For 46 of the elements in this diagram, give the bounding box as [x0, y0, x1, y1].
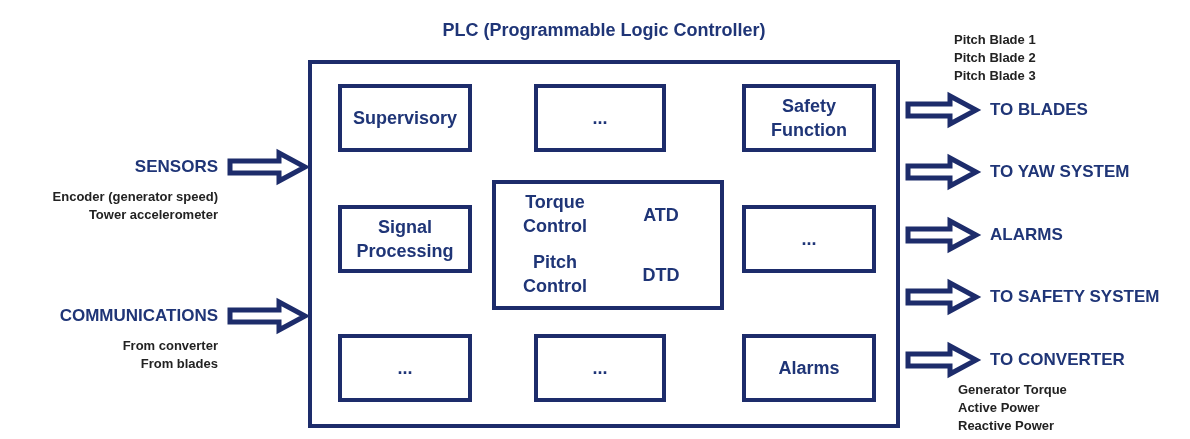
block-arrow: [905, 216, 982, 254]
signal-label: ALARMS: [990, 224, 1063, 246]
function-text: ...: [801, 228, 817, 251]
signal-note: From blades: [140, 355, 218, 372]
signal-label: COMMUNICATIONS: [59, 305, 218, 327]
function-box: [742, 205, 876, 273]
title-text: PLC (Programmable Logic Controller): [441, 19, 767, 42]
function-text: Alarms: [778, 357, 840, 380]
signal-note: Reactive Power: [958, 417, 1055, 434]
function-box: [338, 205, 472, 273]
signal-note: Pitch Blade 3: [954, 67, 1036, 84]
function-text: ...: [397, 357, 413, 380]
signal-label: TO CONVERTER: [990, 349, 1125, 371]
function-box: [492, 180, 724, 310]
block-arrow: [905, 91, 982, 129]
function-box: [338, 84, 472, 152]
block-arrow: [905, 341, 982, 379]
function-box: [338, 334, 472, 402]
block-arrow: [905, 278, 982, 316]
signal-label: SENSORS: [134, 156, 218, 178]
signal-note: Tower accelerometer: [88, 206, 218, 223]
function-text: Safety Function: [770, 95, 848, 142]
signal-label: TO SAFETY SYSTEM: [990, 286, 1160, 308]
function-box: [534, 334, 666, 402]
signal-note: Active Power: [958, 399, 1040, 416]
block-arrow: [227, 148, 311, 186]
signal-note: From converter: [122, 337, 218, 354]
signal-note: Pitch Blade 2: [954, 49, 1036, 66]
signal-note: Encoder (generator speed): [52, 188, 218, 205]
function-box: [534, 84, 666, 152]
function-text: DTD: [641, 264, 681, 287]
function-box: [742, 334, 876, 402]
function-text: ...: [592, 107, 608, 130]
function-text: ...: [592, 357, 608, 380]
function-text: ATD: [642, 204, 680, 227]
function-text: Supervisory: [352, 107, 457, 130]
signal-note: Generator Torque: [958, 381, 1067, 398]
signal-label: TO YAW SYSTEM: [990, 161, 1130, 183]
signal-note: Pitch Blade 1: [954, 31, 1036, 48]
block-arrow: [905, 153, 982, 191]
signal-label: TO BLADES: [990, 99, 1088, 121]
function-text: Pitch Control: [522, 251, 588, 298]
function-box: [742, 84, 876, 152]
function-text: Signal Processing: [355, 216, 455, 263]
function-text: Torque Control: [522, 191, 588, 238]
block-arrow: [227, 297, 311, 335]
